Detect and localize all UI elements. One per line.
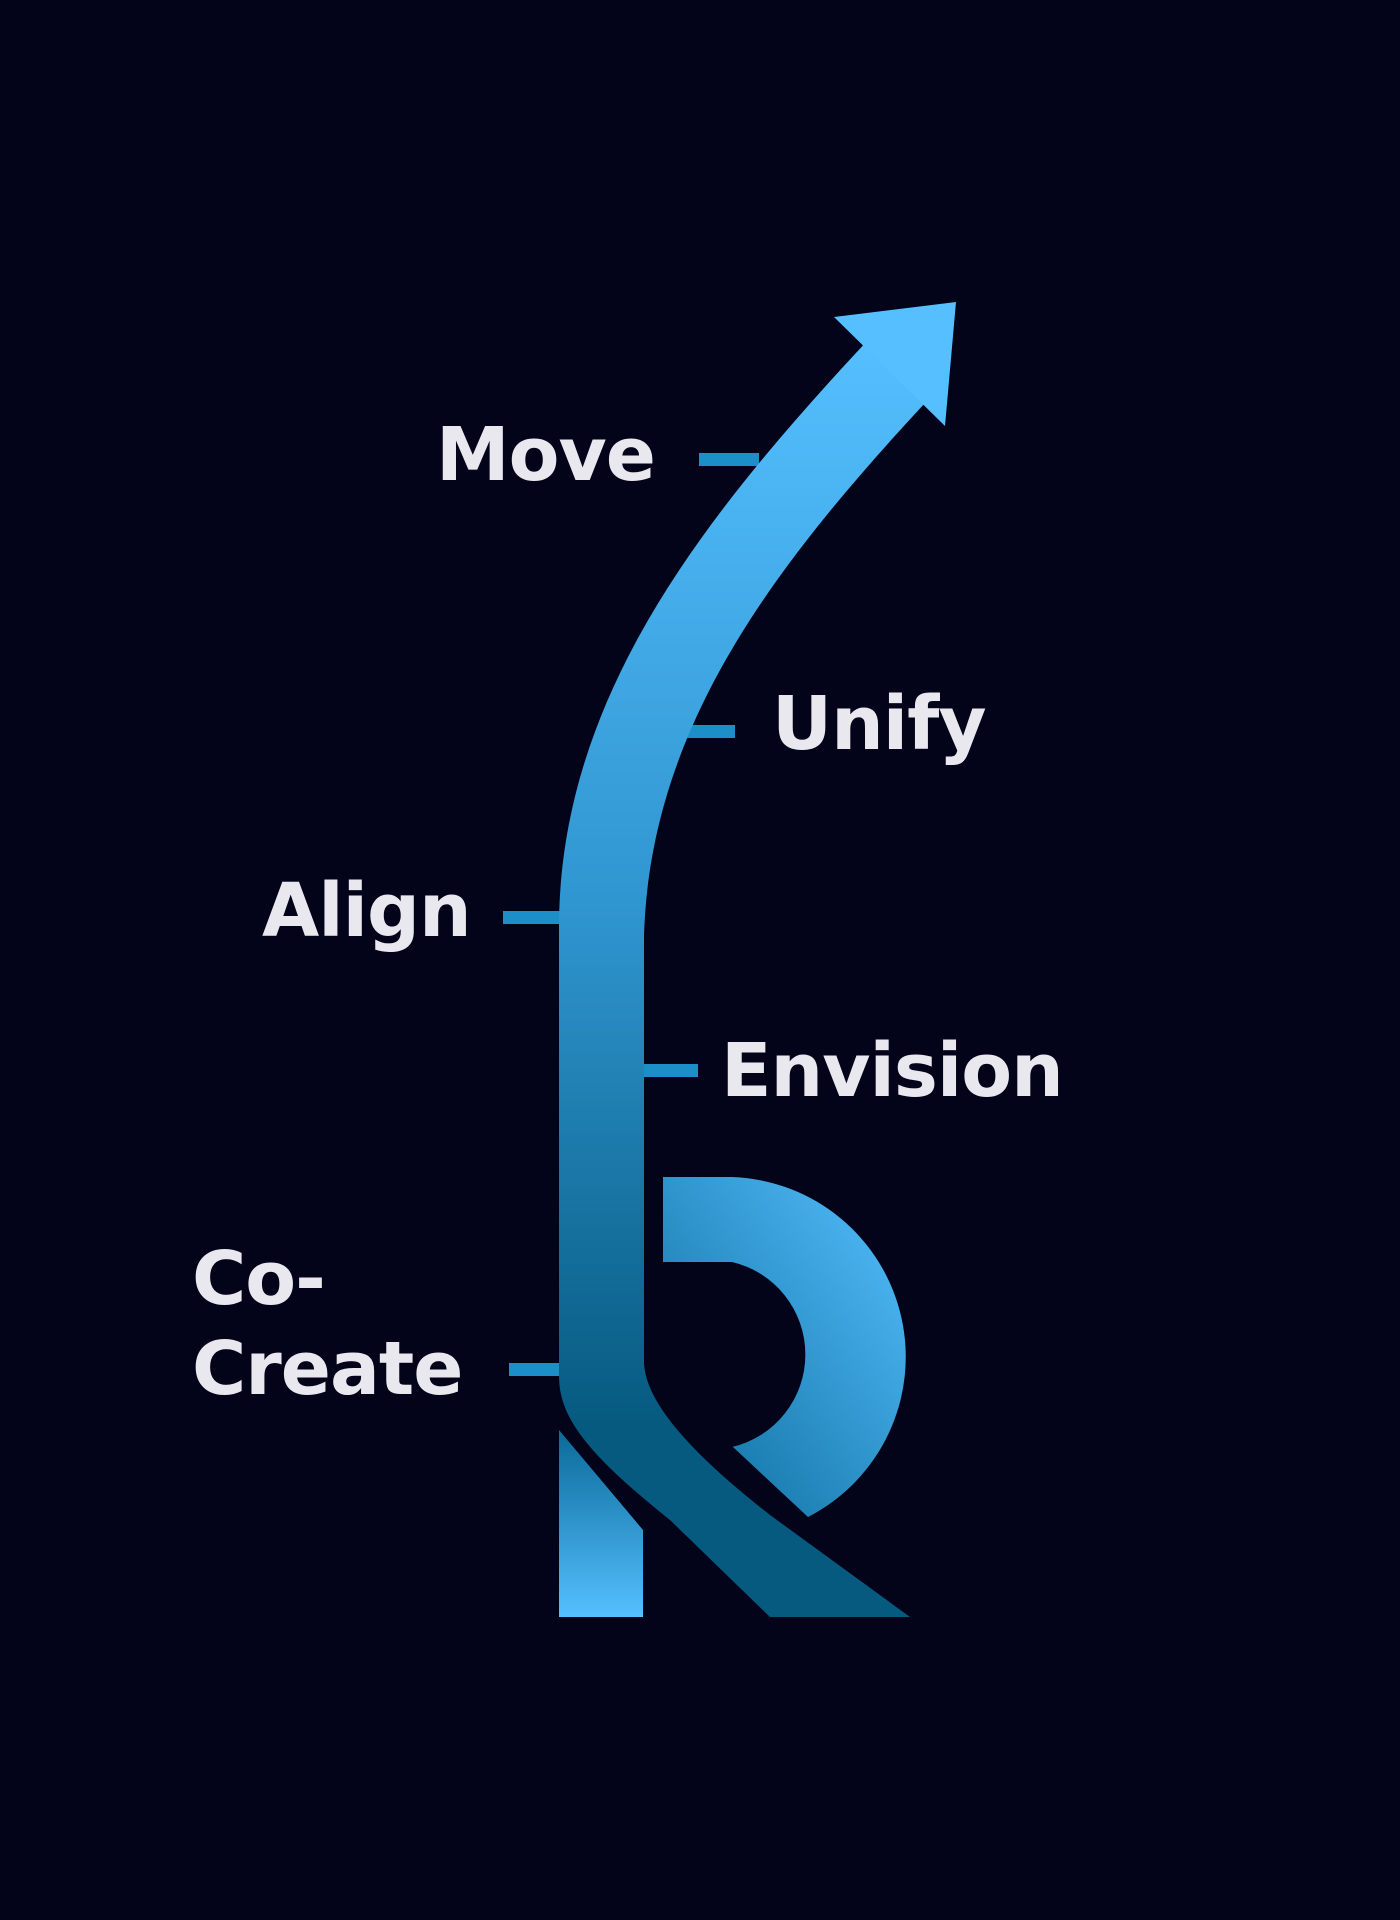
arrow-stem	[559, 340, 925, 1617]
label-cocreate: Co- Create	[192, 1234, 463, 1414]
k-leg	[559, 1430, 643, 1617]
k-bowl	[663, 1177, 906, 1517]
label-envision: Envision	[721, 1028, 1064, 1114]
label-align: Align	[262, 868, 472, 954]
arrowhead-icon	[834, 302, 956, 426]
move-connector	[699, 453, 759, 466]
label-move: Move	[436, 412, 656, 498]
label-cocreate-line2: Create	[192, 1326, 463, 1412]
cocreate-connector	[509, 1363, 565, 1376]
unify-connector	[683, 725, 735, 738]
envision-connector	[638, 1064, 698, 1077]
align-connector	[503, 911, 561, 924]
label-cocreate-line1: Co-	[192, 1236, 326, 1322]
label-unify: Unify	[772, 681, 987, 767]
